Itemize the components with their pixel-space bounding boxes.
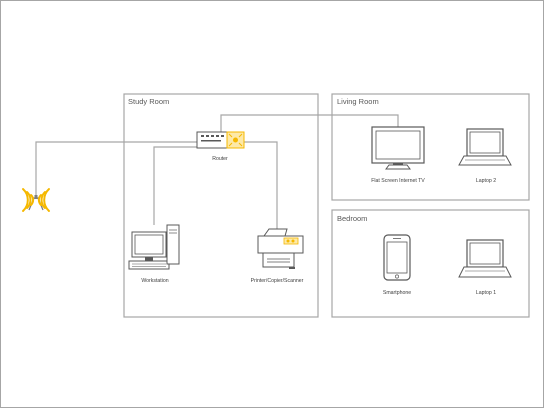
workstation-label: Workstation (141, 278, 168, 284)
router-icon (196, 131, 245, 149)
desktop-computer-icon (128, 224, 180, 270)
laptop1-label: Laptop 1 (476, 290, 496, 296)
printer-icon (257, 228, 304, 269)
monitor-icon (371, 126, 425, 170)
router-label: Router (212, 156, 228, 162)
printer-label: Printer/Copier/Scanner (251, 278, 304, 284)
connection-lines (35, 114, 399, 229)
wireless-antenna-icon (22, 188, 50, 212)
tv-label: Flat Screen Internet TV (371, 178, 425, 184)
bedroom-label: Bedroom (337, 214, 367, 223)
laptop2-label: Laptop 2 (476, 178, 496, 184)
bedroom-box (331, 209, 530, 318)
laptop-icon (458, 128, 512, 166)
living-room-box (331, 93, 530, 201)
living-room: Living Room (331, 93, 530, 201)
study-room-label: Study Room (128, 97, 169, 106)
router-to-printer-line (244, 141, 278, 229)
study-room-box (123, 93, 319, 318)
study-room: Study Room (123, 93, 319, 318)
antenna-to-router-line (35, 141, 197, 190)
smartphone-label: Smartphone (383, 290, 411, 296)
smartphone-icon (383, 234, 411, 281)
laptop-icon (458, 239, 512, 278)
router-to-tv-line (220, 114, 399, 134)
bedroom: Bedroom (331, 209, 530, 318)
living-room-label: Living Room (337, 97, 379, 106)
router-to-workstation-line (153, 146, 197, 225)
